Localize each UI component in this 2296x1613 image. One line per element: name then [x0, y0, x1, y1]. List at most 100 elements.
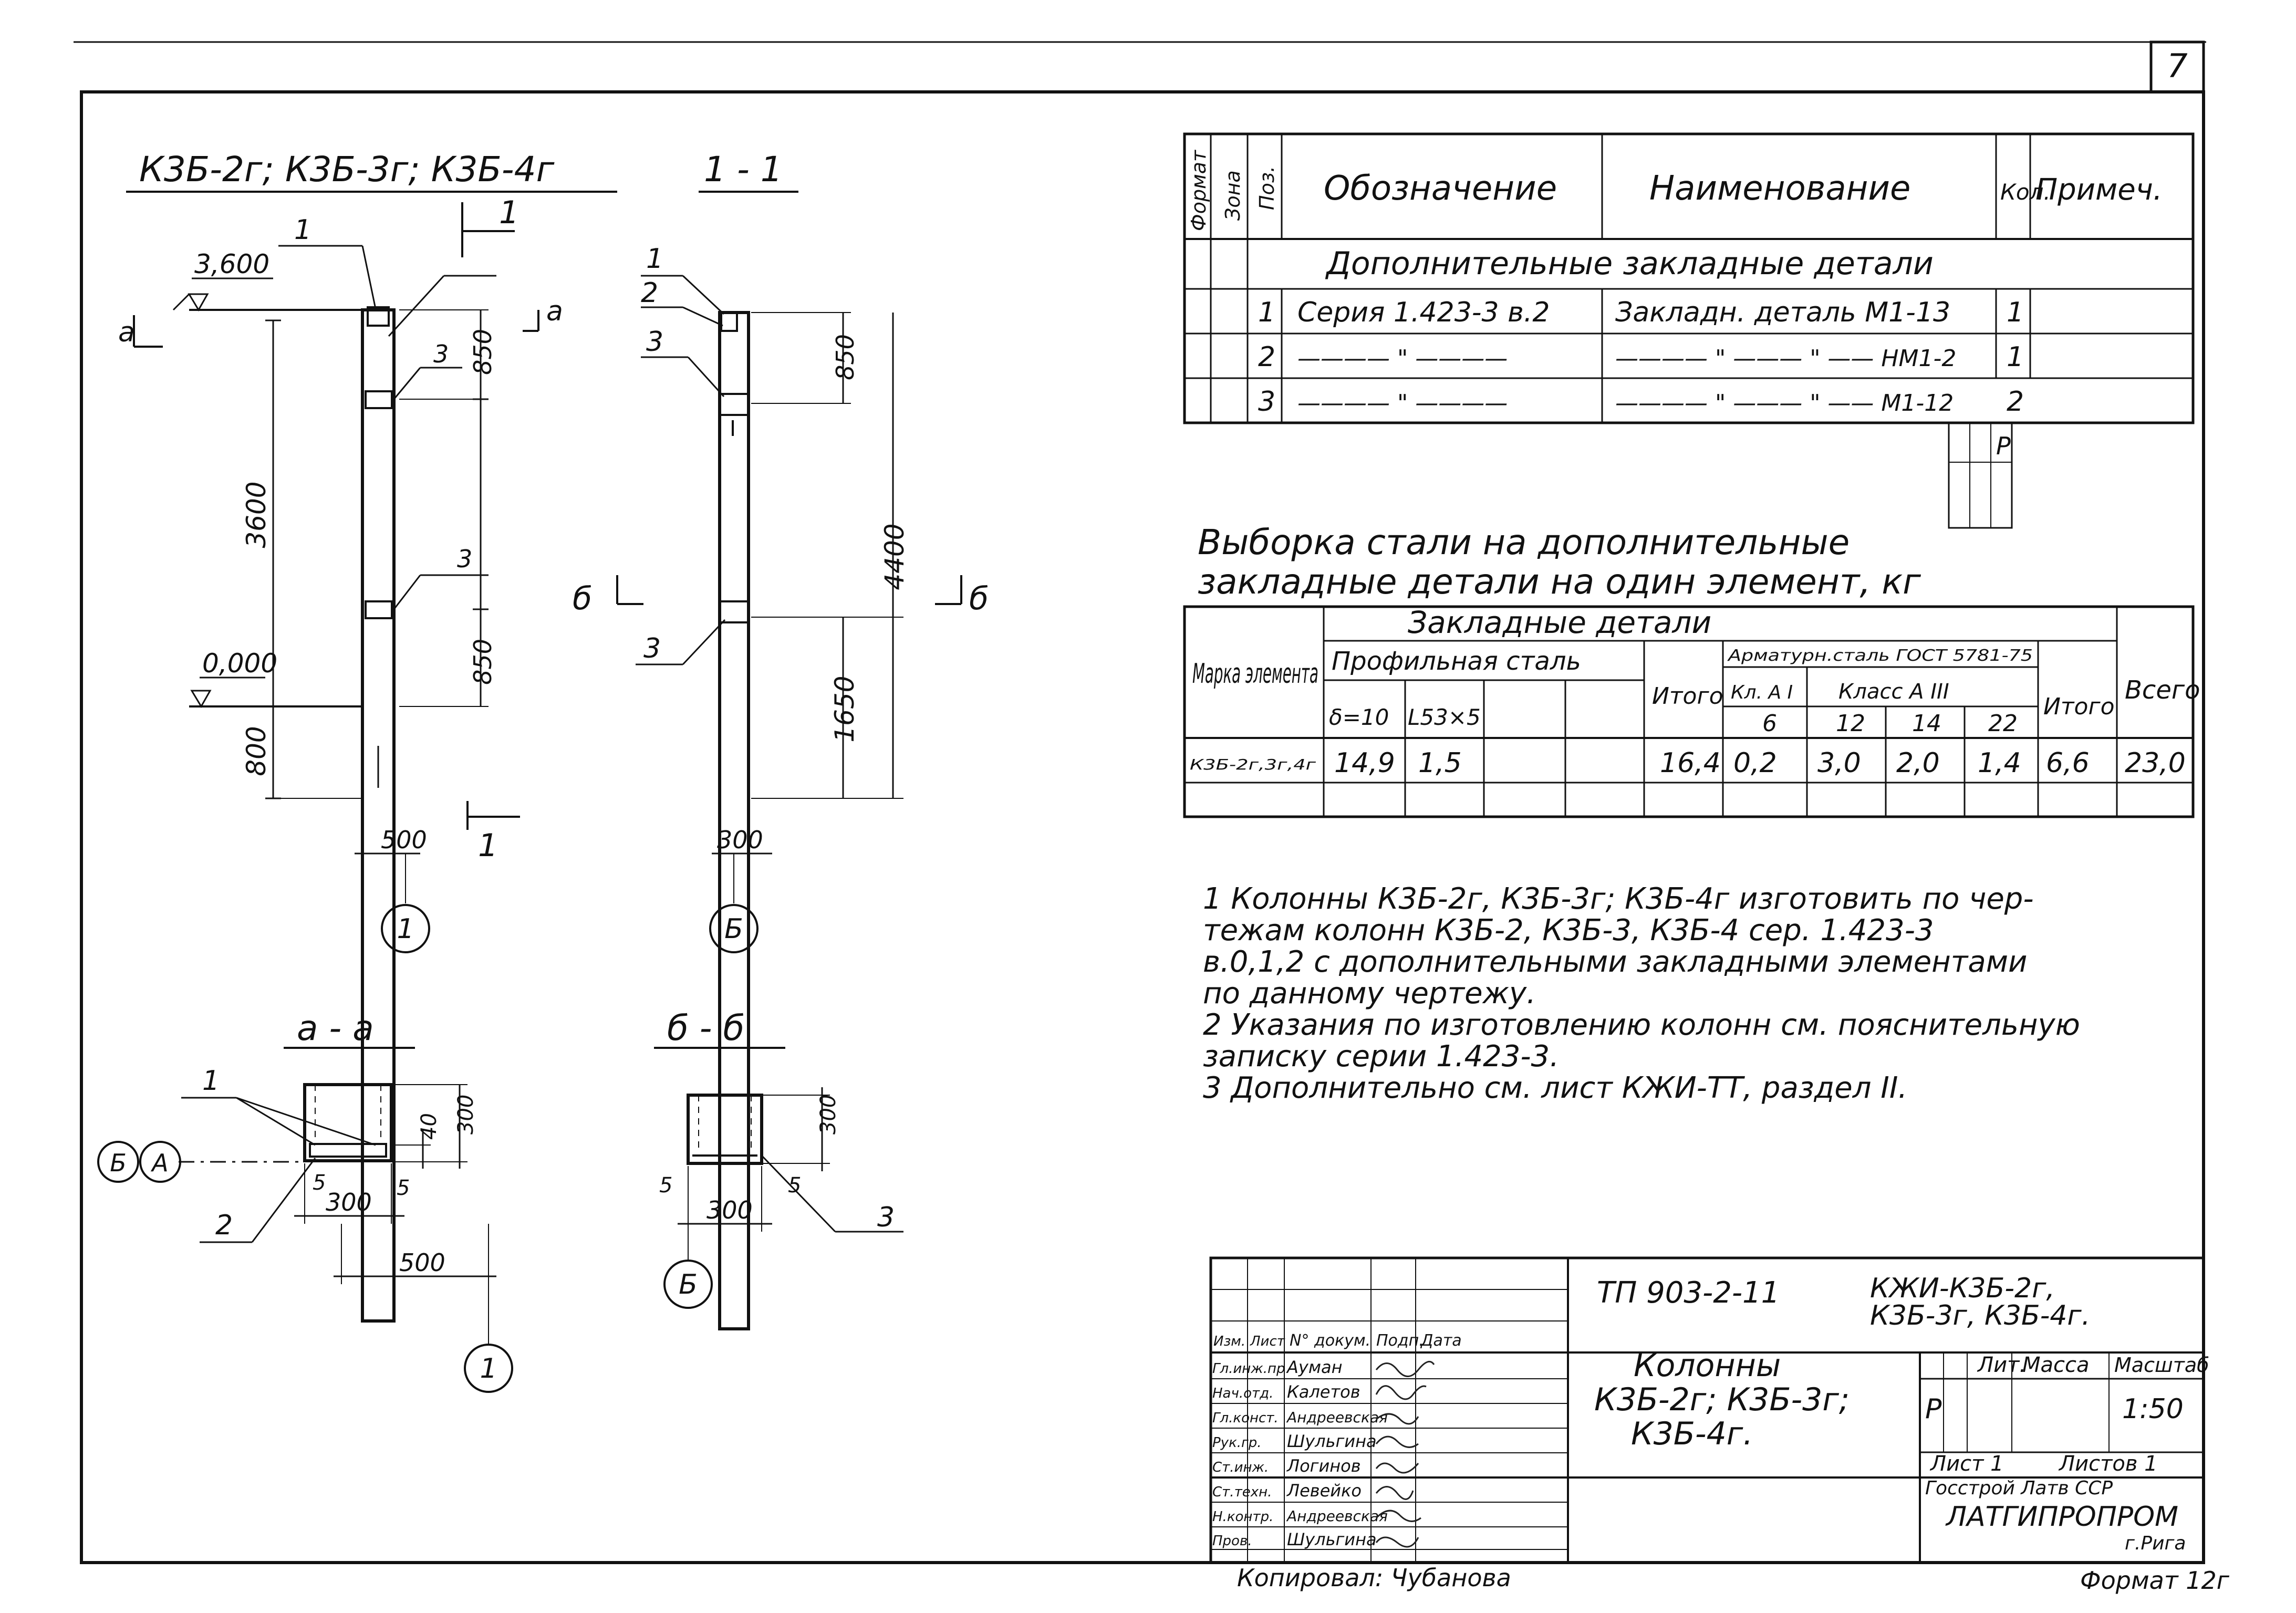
callout-1-s11: 1 [646, 243, 663, 275]
dim-800: 800 [241, 726, 272, 776]
mark-b-right: б [969, 580, 989, 617]
steel-row-total-profile: 16,4 [1660, 747, 1721, 779]
steel-row-total: 23,0 [2125, 747, 2186, 779]
spec-section-title: Дополнительные закладные детали [1325, 245, 1934, 282]
note-line: 1 Колонны К3Б-2г, К3Б-3г; К3Б-4г изготов… [1203, 882, 2034, 916]
steel-row-r14: 2,0 [1896, 747, 1940, 779]
mark-a-right: а [546, 296, 563, 327]
steel-h-total: Всего [2125, 675, 2200, 705]
tb-role: Ст.техн. [1212, 1484, 1272, 1500]
dim-300-bb: 300 [707, 1196, 753, 1224]
tb-staff-name: Шульгина [1287, 1431, 1377, 1451]
elevation-view: К3Б-2г; К3Б-3г; К3Б-4г 3,600 0,000 3600 … [118, 149, 617, 1323]
spec-h-qty: Кол. [2000, 179, 2051, 205]
tb-sheet-code-2: К3Б-3г, К3Б-4г. [1870, 1300, 2090, 1331]
section-mark-bottom: 1 [478, 827, 498, 864]
dim-500: 500 [381, 826, 427, 854]
mark-b-left: б [573, 580, 592, 617]
dim-5l-aa: 5 [313, 1171, 326, 1195]
axis-b-bb: Б [679, 1269, 698, 1300]
tb-scale: 1:50 [2122, 1393, 2184, 1425]
level-top: 3,600 [194, 249, 269, 279]
dim-40: 40 [417, 1113, 441, 1140]
tb-role: Ст.инж. [1212, 1460, 1269, 1475]
spec-row2-qty: 1 [2007, 341, 2024, 373]
tb-role: Рук.гр. [1212, 1435, 1261, 1451]
note-line: записку серии 1.423-3. [1203, 1039, 1559, 1074]
spec-h-name: Наименование [1649, 169, 1910, 208]
tb-col-sign: Подп. [1376, 1331, 1424, 1350]
tb-role: Гл.конст. [1212, 1410, 1279, 1426]
tb-staff-name: Логинов [1286, 1456, 1361, 1476]
spec-row2-designation: ———— " ———— [1297, 345, 1508, 372]
steel-h-total-profile: Итого [1652, 683, 1723, 710]
spec-row3-qty: 2 [2007, 386, 2024, 418]
dim-850-top: 850 [469, 329, 497, 375]
handwritten-signatures [1375, 1360, 1435, 1548]
section-mark-top: 1 [499, 194, 519, 231]
tb-staff-name: Шульгина [1287, 1529, 1377, 1549]
spec-h-designation: Обозначение [1324, 169, 1557, 208]
tb-stage-label: Лит. [1977, 1353, 2026, 1377]
dim-300v-bb: 300 [816, 1095, 840, 1135]
steel-row-mark: К3Б-2г,3г,4г [1190, 756, 1316, 773]
note-line: 3 Дополнительно см. лист КЖИ-ТТ, раздел … [1203, 1071, 1907, 1105]
callout-3-elev-top: 3 [433, 340, 449, 368]
steel-row-l53: 1,5 [1418, 747, 1462, 779]
tb-org-2: ЛАТГИПРОПРОМ [1945, 1501, 2178, 1533]
title-block: ТП 903-2-11 КЖИ-К3Б-2г, К3Б-3г, К3Б-4г. … [1209, 1256, 2209, 1564]
spec-row1-designation: Серия 1.423-3 в.2 [1297, 297, 1550, 328]
dim-850-s11: 850 [831, 334, 859, 380]
page-number: 7 [2167, 47, 2187, 85]
axis-b-s11: Б [724, 913, 743, 945]
tb-role: Гл.инж.пр [1212, 1361, 1285, 1377]
dim-300-aa: 300 [326, 1188, 372, 1216]
tb-col-sheet: Лист [1250, 1334, 1285, 1349]
callout-2-s11: 2 [641, 277, 658, 309]
steel-h-profile: Профильная сталь [1332, 647, 1581, 676]
steel-h-total-rebar: Итого [2043, 693, 2115, 720]
dim-300v-aa: 300 [454, 1095, 478, 1135]
tb-staff-name: Левейко [1286, 1481, 1362, 1501]
level-zero: 0,000 [202, 648, 277, 679]
section-a-a: а - а 40 300 Б А 300 5 5 500 1 1 [97, 1008, 513, 1393]
steel-title-1: Выборка стали на дополнительные [1198, 522, 1850, 563]
dim-3600: 3600 [241, 481, 272, 548]
callout-2-aa: 2 [215, 1210, 233, 1241]
axis-1-aa: 1 [480, 1353, 497, 1385]
steel-h-l53: L53×5 [1408, 704, 1481, 730]
steel-h-12: 12 [1836, 710, 1865, 737]
dim-850-bottom: 850 [469, 639, 497, 685]
tb-sheet: Лист 1 [1929, 1452, 2004, 1476]
tb-col-change: Изм. [1213, 1334, 1245, 1349]
tb-col-date: Дата [1420, 1331, 1462, 1350]
tb-col-doc: N° докум. [1290, 1331, 1370, 1350]
spec-table: Формат Зона Поз. Обозначение Наименовани… [1183, 132, 2195, 529]
dim-1650: 1650 [829, 675, 860, 742]
steel-h-class-aiii: Класс А III [1838, 680, 1949, 704]
steel-h-6: 6 [1762, 710, 1777, 737]
tb-sheets: Листов 1 [2058, 1452, 2158, 1476]
section-11-title: 1 - 1 [704, 149, 783, 190]
callout-3b-s11: 3 [643, 633, 661, 664]
axis-b-aa: Б [110, 1149, 127, 1177]
steel-h-14: 14 [1912, 710, 1941, 737]
steel-h-d10: δ=10 [1329, 704, 1389, 730]
format-note: Формат 12г [2080, 1566, 2230, 1595]
dim-4400: 4400 [879, 523, 910, 590]
spec-row1-name: Закладн. деталь М1-13 [1615, 297, 1950, 328]
steel-h-22: 22 [1988, 710, 2018, 737]
elevation-title: К3Б-2г; К3Б-3г; К3Б-4г [139, 149, 555, 190]
callout-3-elev-bottom: 3 [457, 545, 472, 573]
spec-stamp-note: Р [1996, 432, 2011, 460]
tb-name-3: К3Б-4г. [1631, 1416, 1753, 1452]
spec-row3-pos: 3 [1258, 386, 1275, 418]
tb-staff-name: Андреевская [1286, 1409, 1388, 1426]
axis-a-aa: А [150, 1149, 168, 1177]
steel-h-mark: Марка элемента [1192, 658, 1318, 690]
tb-role: Пров. [1212, 1533, 1252, 1549]
steel-row-r12: 3,0 [1817, 747, 1861, 779]
dim-500-aa: 500 [399, 1248, 445, 1277]
